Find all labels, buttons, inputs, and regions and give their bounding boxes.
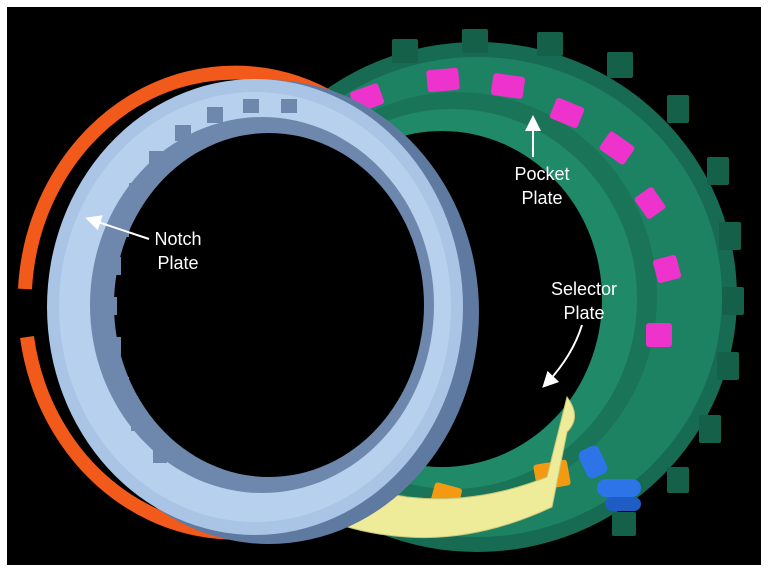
- notch-plate-label-line2: Plate: [157, 253, 199, 273]
- clutch-illustration: [18, 29, 744, 552]
- pocket-plate-label-line2: Plate: [521, 188, 563, 208]
- label-arrows: [85, 115, 583, 388]
- actuator: [578, 445, 641, 511]
- pocket-plate-label-line1: Pocket: [514, 164, 570, 184]
- selector-plate-label: Selector Plate: [539, 277, 629, 325]
- selector-arrow: [542, 324, 583, 388]
- selector-plate-label-line2: Plate: [563, 303, 605, 323]
- diagram-canvas: Notch Plate Pocket Plate Selector Plate: [7, 7, 761, 565]
- notch-arrow: [85, 215, 150, 240]
- notch-teeth: [103, 99, 297, 463]
- selector-plate-label-line1: Selector: [550, 279, 618, 299]
- notch-plate-label-line1: Notch: [154, 229, 202, 249]
- notch-plate: [18, 65, 479, 544]
- notch-plate-label: Notch Plate: [143, 227, 213, 275]
- pocket-plate-label: Pocket Plate: [502, 162, 582, 210]
